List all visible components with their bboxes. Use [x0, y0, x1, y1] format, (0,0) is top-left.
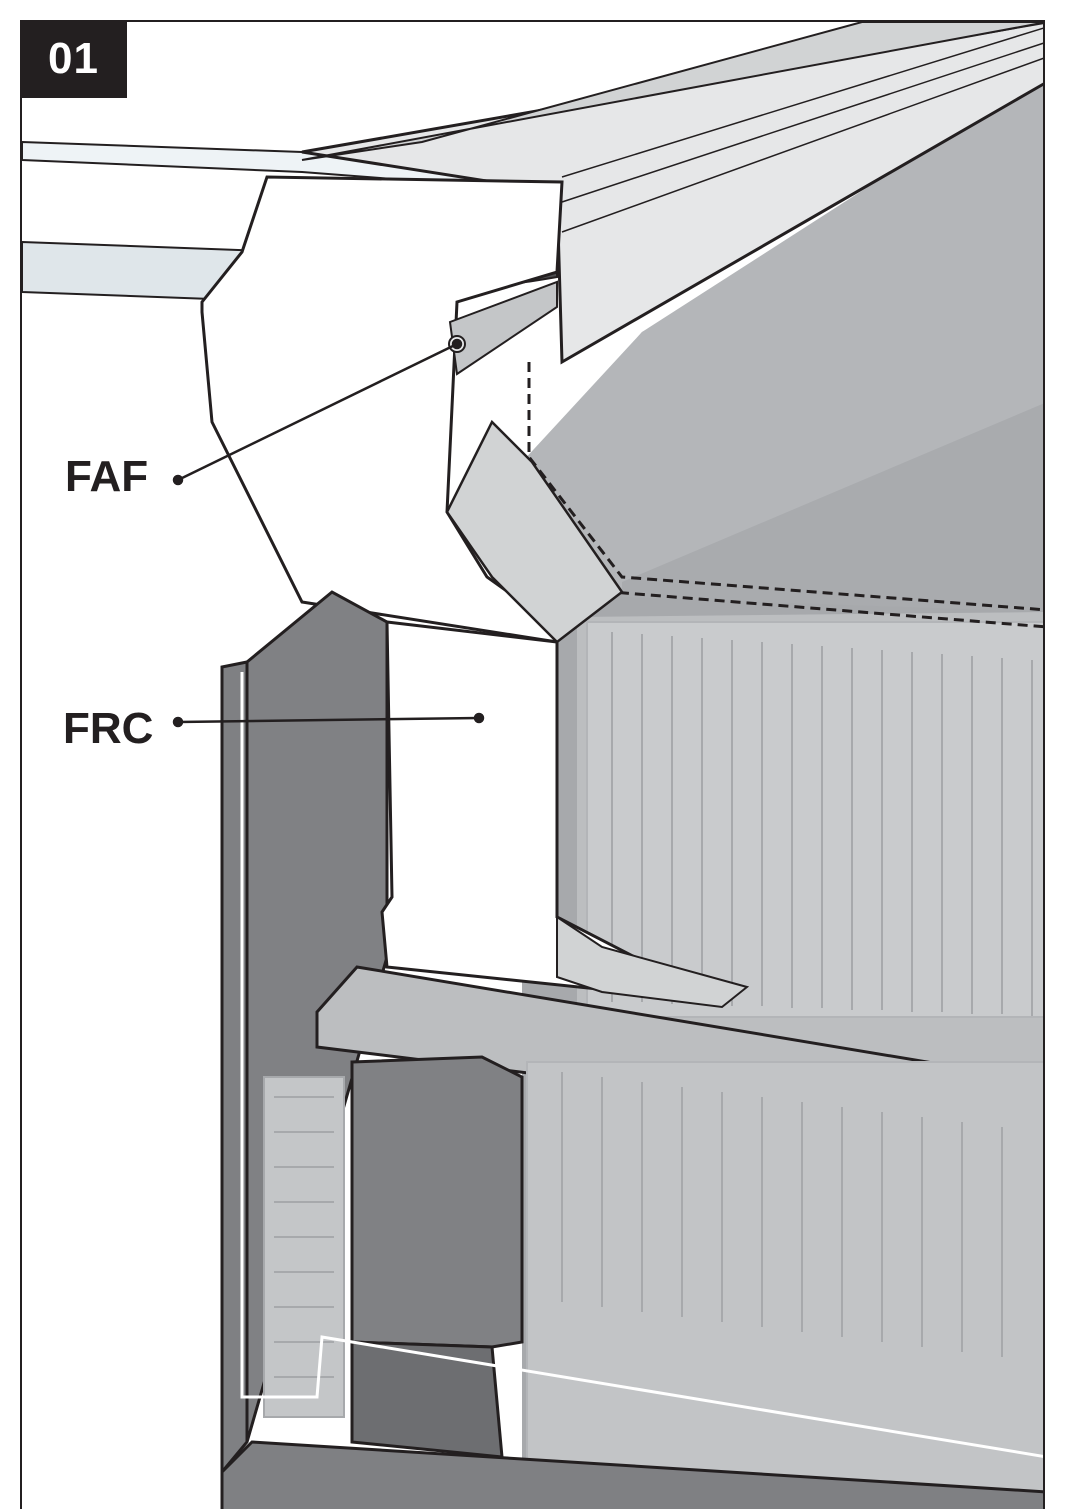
ridge-cap-top	[301, 22, 1043, 161]
radiator-lower	[526, 1061, 1043, 1493]
radiator-upper	[586, 621, 1043, 1018]
block-lower	[350, 1340, 504, 1459]
frc-sill	[556, 915, 750, 1009]
faf-rail	[448, 280, 558, 376]
roof-junction-illustration	[22, 22, 1043, 1509]
sloped-ceiling-lower	[622, 403, 1043, 612]
step-number-badge: 01	[20, 20, 127, 98]
faf-callout-label: FAF	[65, 452, 149, 501]
frc-callout-label: FRC	[63, 704, 154, 753]
radiator-left	[263, 1076, 345, 1418]
faf-profile	[200, 175, 564, 644]
diagram-frame	[20, 20, 1045, 1509]
floor	[220, 1440, 1043, 1509]
block-upper	[350, 1055, 524, 1349]
callout-leaders	[172, 338, 485, 728]
gutter-bracket	[445, 419, 624, 644]
membrane-line	[240, 672, 1043, 1458]
